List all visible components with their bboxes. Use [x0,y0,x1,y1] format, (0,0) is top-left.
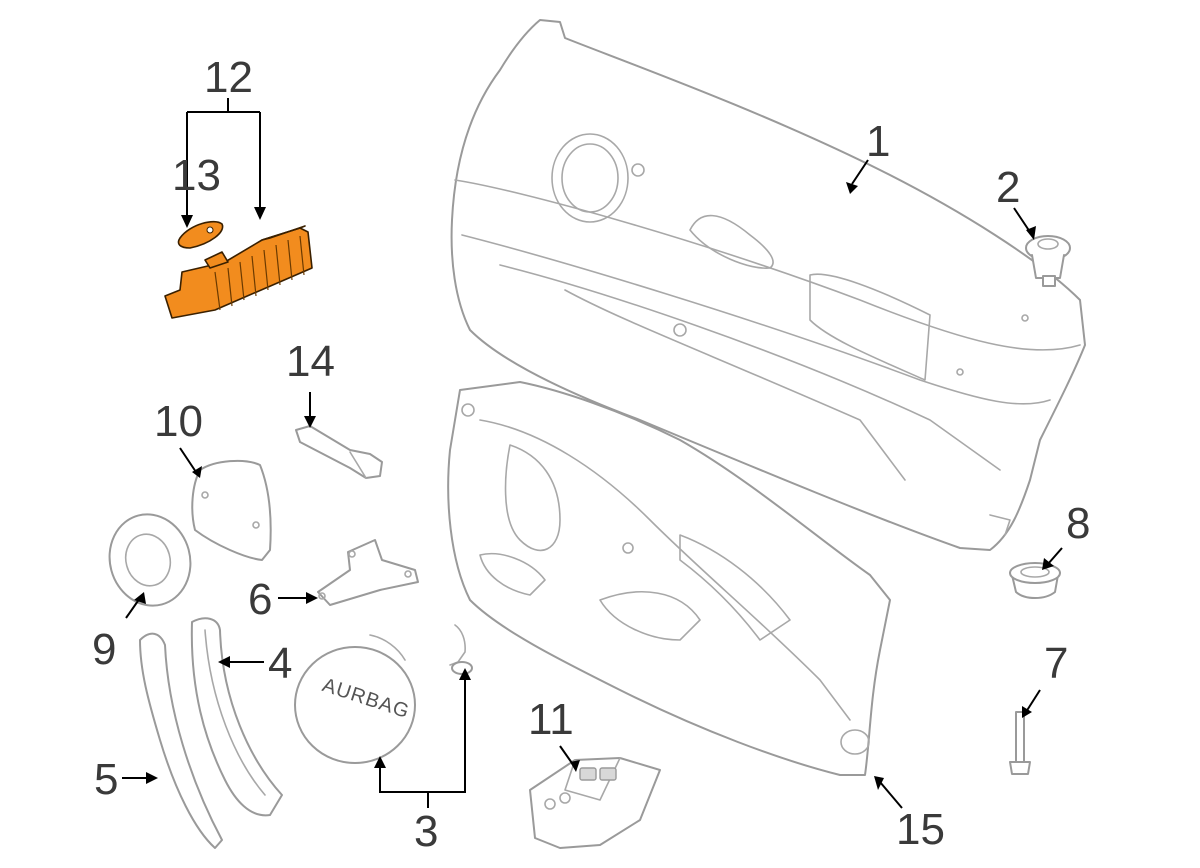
part-5-trim-strip[interactable] [139,632,223,849]
part-14-lock-rod[interactable] [295,425,383,479]
callout-14: 14 [286,337,335,386]
part-7-bolt[interactable] [1009,711,1031,775]
callout-labels: 12 13 1 2 14 10 8 6 9 4 7 11 5 3 15 [92,53,1090,856]
callout-7: 7 [1044,639,1068,688]
part-4-trim-strip[interactable] [190,617,283,817]
part-2-push-clip[interactable] [1025,235,1071,287]
callout-15: 15 [896,805,945,854]
part-8-grommet[interactable] [1009,562,1061,599]
callout-2: 2 [996,163,1020,212]
leader-arrowheads [134,182,1054,790]
callout-8: 8 [1066,499,1090,548]
part-15-door-carrier[interactable] [447,381,891,776]
part-3-airbag[interactable]: AURBAG [294,624,473,764]
callout-1: 1 [866,117,890,166]
callout-5: 5 [94,755,118,804]
callout-9: 9 [92,625,116,674]
part-1-door-trim-panel[interactable] [450,19,1086,551]
callout-11: 11 [528,695,574,744]
callout-12: 12 [204,53,253,102]
callout-4: 4 [268,639,292,688]
leader-lines [122,98,1063,809]
callout-3: 3 [414,807,438,856]
part-10-speaker-cover[interactable] [191,459,272,561]
part-9-speaker-ring[interactable] [99,505,200,615]
callout-10: 10 [154,397,203,446]
part-12-switch-assembly-highlighted[interactable] [164,225,313,319]
part-6-bracket[interactable] [317,539,419,606]
part-11-window-switch[interactable] [529,757,661,849]
callout-13: 13 [172,151,221,200]
part-13-button-highlighted[interactable] [177,220,224,249]
callout-6: 6 [248,575,272,624]
